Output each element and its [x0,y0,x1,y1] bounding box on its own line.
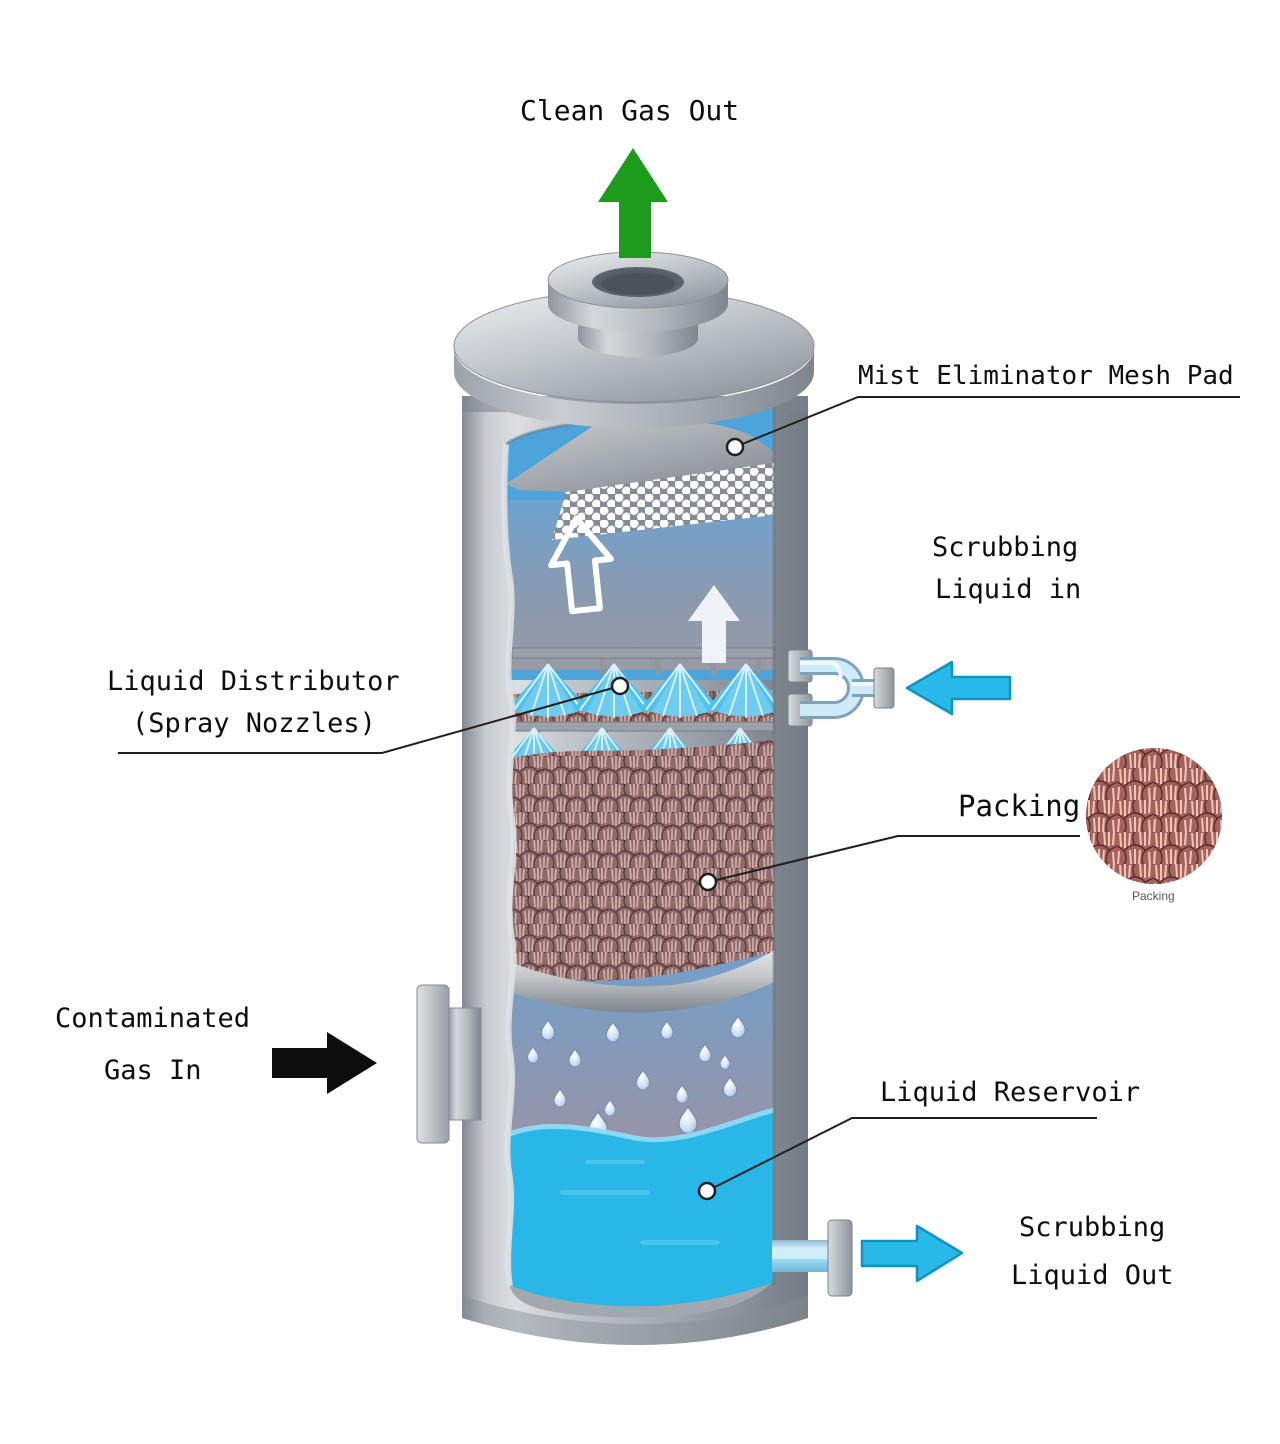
scrubbing-liquid-in-arrow-icon [905,660,1012,716]
packing-support-ring [510,950,774,1013]
label-liquid-reservoir: Liquid Reservoir [880,1077,1141,1108]
vessel-cutaway-interior [504,398,774,1318]
leader-liquid-distributor [118,676,630,754]
label-packing-inset-caption: Packing [1132,889,1175,903]
leader-packing [698,835,1080,892]
label-liquid-distributor-line1: Liquid Distributor [107,666,400,697]
label-liquid-distributor-line2: (Spray Nozzles) [132,708,376,739]
liquid-outlet-pipe [772,1219,853,1297]
label-scrubbing-liquid-in-line2: Liquid in [935,574,1082,605]
label-contaminated-gas-in-line1: Contaminated [55,1003,251,1034]
cutaway-left-rim [501,443,517,1287]
clean-gas-arrow-icon [598,148,668,258]
liquid-inlet-pipe [787,649,895,727]
label-scrubbing-liquid-in-line1: Scrubbing [932,532,1079,563]
clean-gas-outlet-nozzle [547,251,729,357]
leader-liquid-reservoir [697,1117,1097,1201]
label-scrubbing-liquid-out-line2: Liquid Out [1011,1260,1174,1291]
leader-mist-eliminator [725,396,1240,457]
mesh-cover-panel [506,420,774,492]
label-mist-eliminator-mesh-pad: Mist Eliminator Mesh Pad [858,361,1234,391]
gas-up-arrow-filled-icon [688,585,740,663]
packing-bed [512,740,774,981]
mist-eliminator-mesh-pad [552,463,774,540]
gas-up-arrow-outline-icon [548,515,614,615]
liquid-reservoir [509,1107,774,1307]
gas-inlet-nozzle [416,984,482,1144]
label-packing: Packing [958,789,1081,823]
scrubbing-liquid-out-arrow-icon [860,1224,964,1283]
label-scrubbing-liquid-out-line1: Scrubbing [1019,1212,1166,1243]
label-contaminated-gas-in-line2: Gas In [104,1055,202,1086]
contaminated-gas-in-arrow-icon [272,1032,377,1094]
packing-inset-circle [1086,748,1222,884]
label-clean-gas-out: Clean Gas Out [520,94,740,127]
